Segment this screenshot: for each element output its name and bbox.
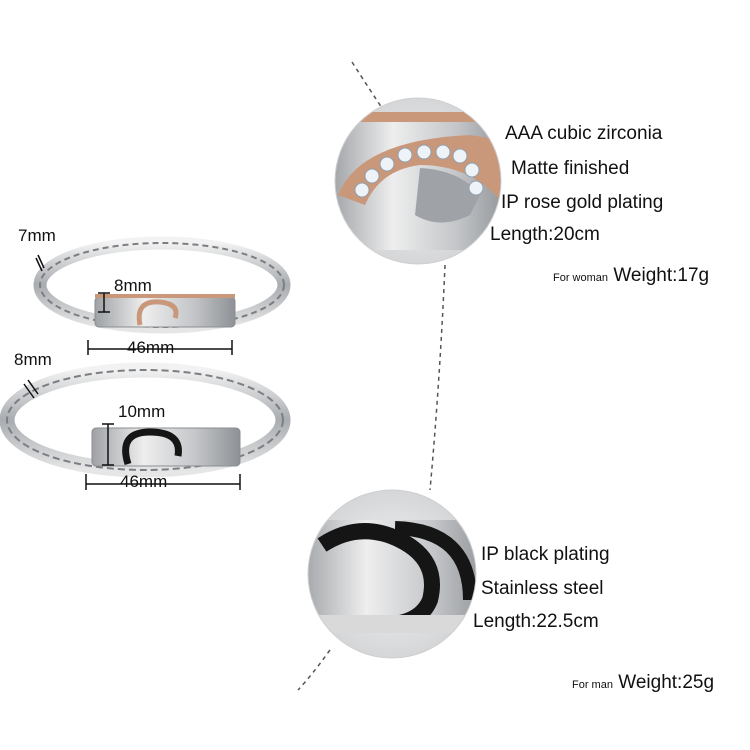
man-detail-circle bbox=[308, 490, 476, 658]
woman-weight: Weight:17g bbox=[613, 265, 710, 286]
man-chain-width: 8mm bbox=[14, 350, 52, 369]
woman-dimension-marks bbox=[35, 254, 233, 355]
woman-bracelet bbox=[33, 236, 291, 334]
man-for-label: For man bbox=[572, 679, 613, 691]
man-feature-plating: IP black plating bbox=[481, 544, 610, 565]
connector-line bbox=[351, 61, 383, 109]
man-weight-line: For man Weight:25g bbox=[572, 672, 714, 694]
woman-feature-finish: Matte finished bbox=[511, 158, 630, 179]
man-plate-height: 10mm bbox=[118, 402, 166, 421]
man-plate-width: 46mm bbox=[120, 472, 168, 491]
man-dimension-marks bbox=[23, 379, 241, 490]
woman-for-label: For woman bbox=[553, 272, 609, 284]
woman-weight-line: For woman Weight:17g bbox=[553, 265, 709, 287]
woman-chain-width: 7mm bbox=[18, 226, 56, 245]
man-feature-material: Stainless steel bbox=[481, 578, 604, 599]
connector-line bbox=[429, 264, 446, 491]
man-bracelet bbox=[0, 362, 291, 478]
woman-feature-plating: IP rose gold plating bbox=[501, 192, 664, 213]
man-weight: Weight:25g bbox=[618, 672, 715, 693]
man-feature-length: Length:22.5cm bbox=[473, 611, 599, 632]
connector-line bbox=[297, 649, 331, 691]
woman-feature-stone: AAA cubic zirconia bbox=[505, 123, 663, 144]
woman-detail-circle bbox=[335, 98, 501, 264]
woman-plate-height: 8mm bbox=[114, 276, 152, 295]
woman-plate-width: 46mm bbox=[127, 338, 175, 357]
woman-feature-length: Length:20cm bbox=[490, 224, 600, 245]
